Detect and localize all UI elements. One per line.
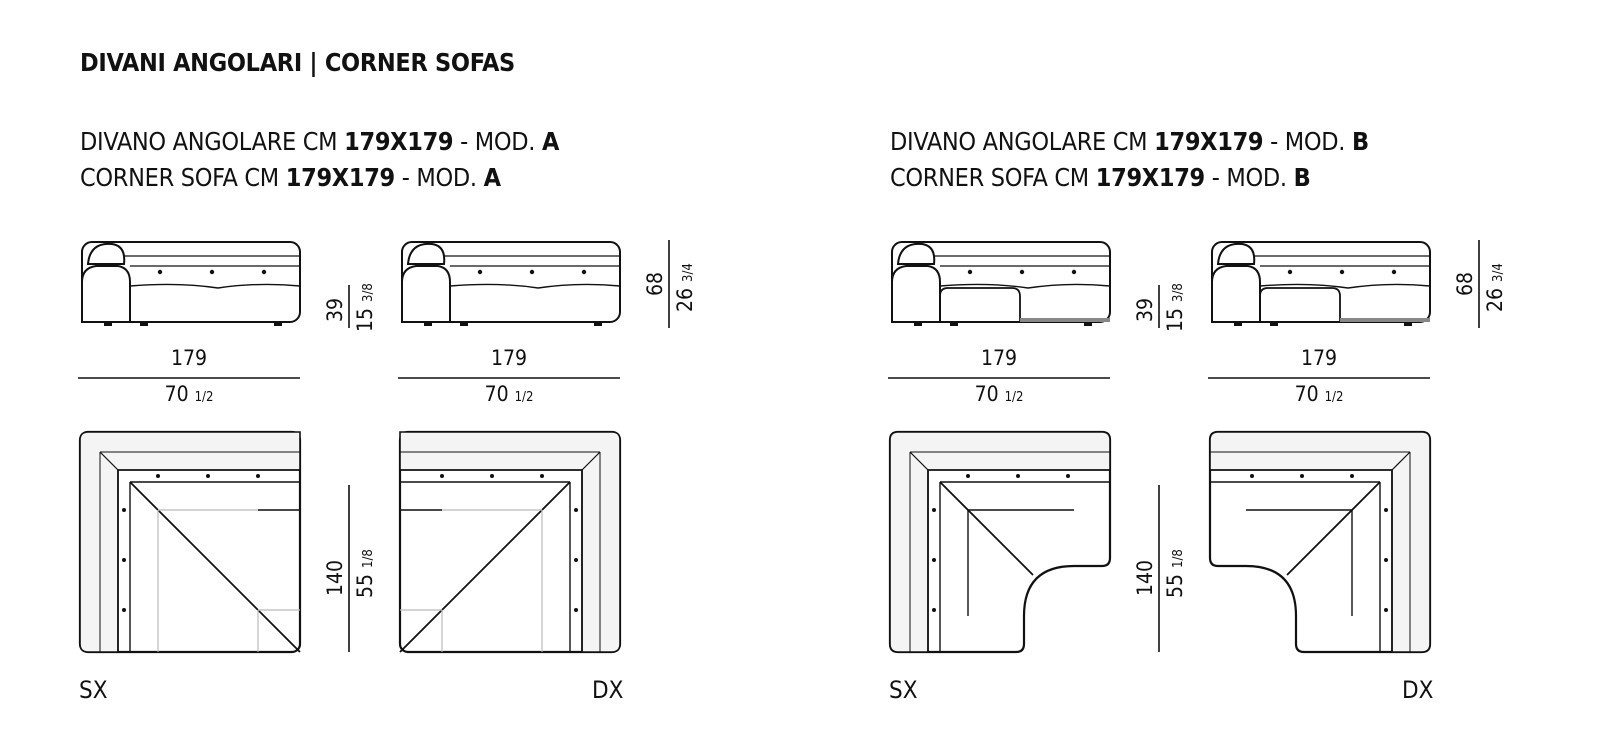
model-a-sx-width-in: 70 1/2 [164, 382, 214, 406]
model-b-sx-width-in: 70 1/2 [974, 382, 1024, 406]
model-b-sx-label: SX [889, 676, 918, 704]
model-b-line-it: DIVANO ANGOLARE CM 179X179 - MOD. B [890, 127, 1369, 156]
model-a-sx-plan [78, 430, 302, 654]
model-b-dx-elevation [1211, 241, 1431, 327]
model-a-sx-label: SX [79, 676, 108, 704]
model-b-dx-width-in: 70 1/2 [1294, 382, 1344, 406]
model-b-overall-height-cm: 68 [1453, 271, 1477, 296]
model-b-line-en: CORNER SOFA CM 179X179 - MOD. B [890, 163, 1311, 192]
model-b-sx-width-cm: 179 [980, 346, 1018, 370]
model-a-depth-cm: 140 [323, 559, 347, 596]
model-a-dx-plan [398, 430, 622, 654]
model-a-seat-height-in: 15 3/8 [353, 283, 377, 332]
model-a-depth-in: 55 1/8 [353, 549, 377, 598]
model-a-dx-width-in: 70 1/2 [484, 382, 534, 406]
model-b-dx-label: DX [1402, 676, 1434, 704]
model-b-overall-height-in: 26 3/4 [1483, 263, 1507, 312]
model-a-overall-height-cm: 68 [643, 271, 667, 296]
model-b-depth-cm: 140 [1133, 559, 1157, 596]
model-b-sx-plan [888, 430, 1112, 654]
page-title: DIVANI ANGOLARI | CORNER SOFAS [80, 48, 515, 77]
model-a-dx-elevation [401, 241, 621, 327]
model-a-dx-label: DX [592, 676, 624, 704]
model-a-overall-height-in: 26 3/4 [673, 263, 697, 312]
model-b-seat-height-cm: 39 [1133, 297, 1157, 322]
model-b-depth-in: 55 1/8 [1163, 549, 1187, 598]
model-a-line-it: DIVANO ANGOLARE CM 179X179 - MOD. A [80, 127, 560, 156]
model-a-dx-width-cm: 179 [490, 346, 528, 370]
model-a-sx-elevation [81, 241, 301, 327]
model-b-seat-height-in: 15 3/8 [1163, 283, 1187, 332]
model-b-dx-width-cm: 179 [1300, 346, 1338, 370]
model-b-dx-plan [1208, 430, 1432, 654]
model-a-seat-height-cm: 39 [323, 297, 347, 322]
model-b-sx-elevation [891, 241, 1111, 327]
model-a-heading: DIVANO ANGOLARE CM 179X179 - MOD. A CORN… [80, 124, 559, 196]
model-b-heading: DIVANO ANGOLARE CM 179X179 - MOD. B CORN… [890, 124, 1369, 196]
model-a-sx-width-cm: 179 [170, 346, 208, 370]
model-a-line-en: CORNER SOFA CM 179X179 - MOD. A [80, 163, 501, 192]
